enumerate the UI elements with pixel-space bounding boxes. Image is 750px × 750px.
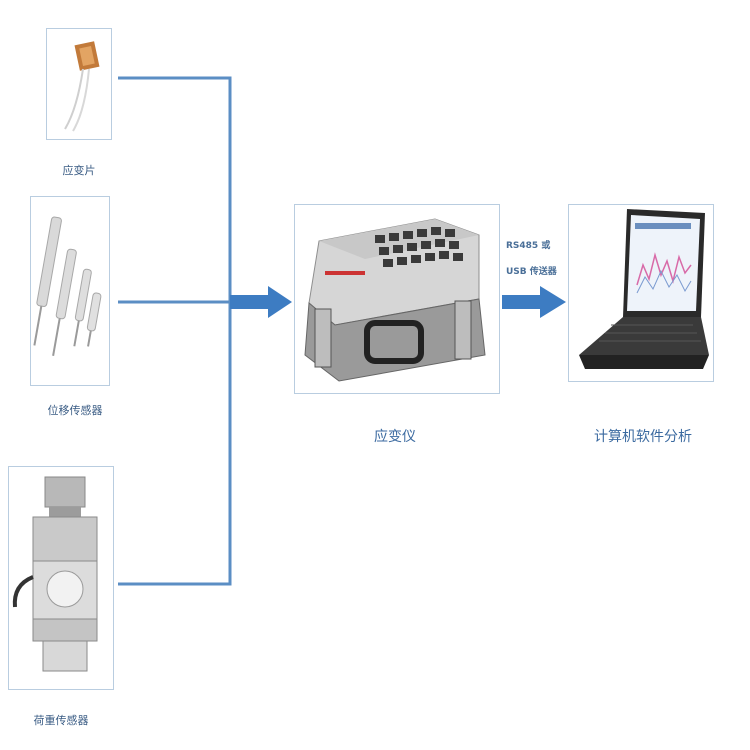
arrow-right-icon-2 xyxy=(540,286,566,318)
displacement-sensor-label: 位移传感器 xyxy=(47,404,103,417)
load-cell-label: 荷重传感器 xyxy=(33,714,89,727)
displacement-sensor-image xyxy=(33,216,102,356)
arrow-right-icon xyxy=(268,286,292,318)
strain-gauge-label: 应变片 xyxy=(62,164,96,177)
laptop-image xyxy=(579,209,709,369)
load-cell-image xyxy=(12,476,98,672)
sensor-bus-line xyxy=(118,76,232,586)
strain-gauge-image xyxy=(64,41,100,132)
arrow-shaft-left xyxy=(230,295,270,309)
connection-text-line1: RS485 或 xyxy=(506,241,551,251)
arrow-shaft-right xyxy=(502,295,542,309)
strain-instrument-image xyxy=(304,218,486,382)
strain-instrument-label: 应变仪 xyxy=(374,429,416,445)
strain-instrument-frame xyxy=(294,204,500,394)
load-cell-frame xyxy=(8,466,114,690)
computer-frame xyxy=(568,204,714,382)
displacement-sensor-frame xyxy=(30,196,110,386)
computer-label: 计算机软件分析 xyxy=(594,429,692,445)
connection-text-line2: USB 传送器 xyxy=(506,267,557,277)
strain-gauge-frame xyxy=(46,28,112,140)
